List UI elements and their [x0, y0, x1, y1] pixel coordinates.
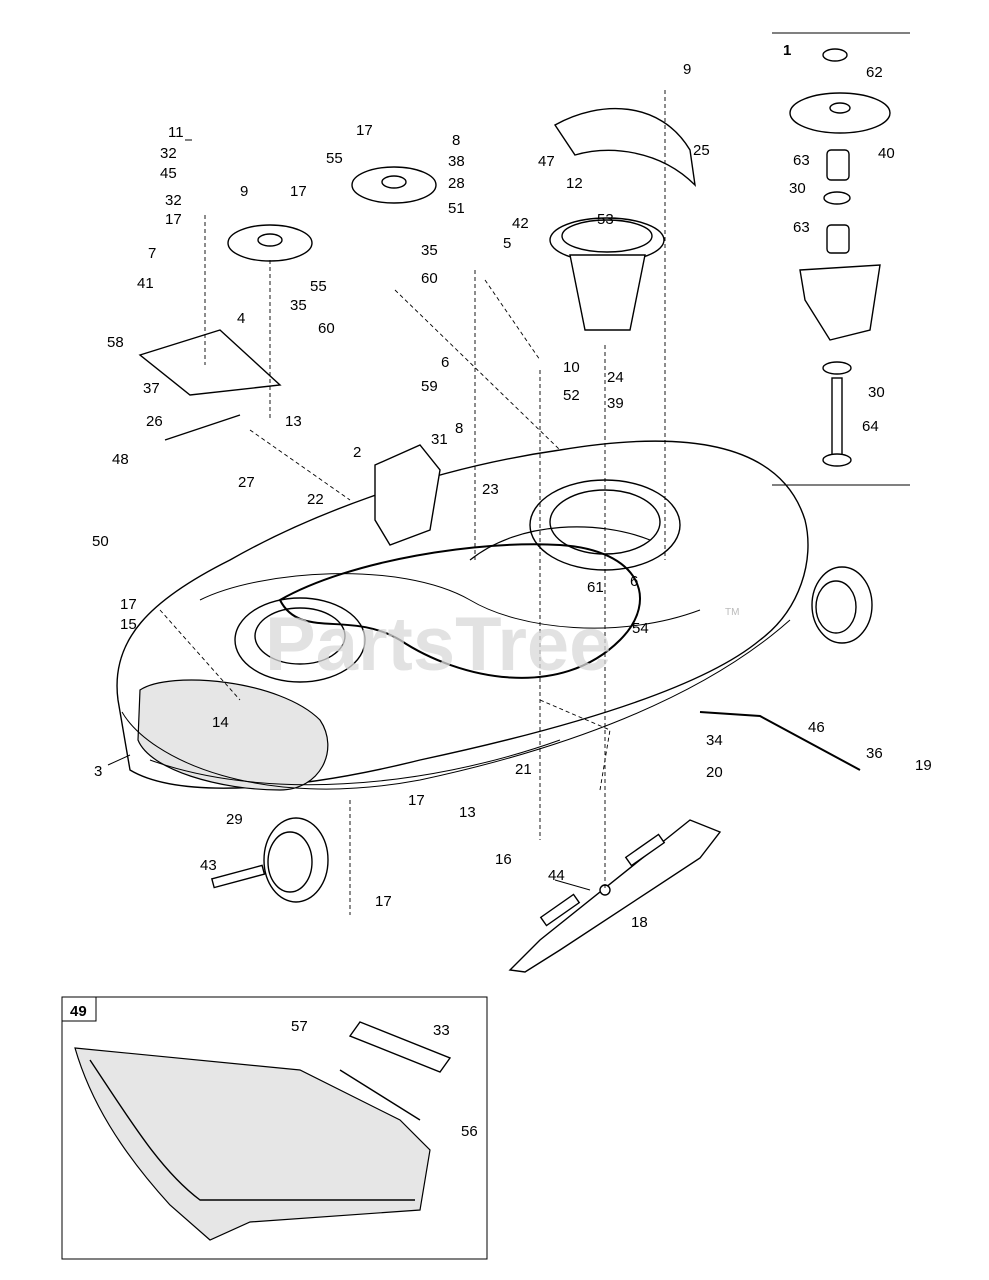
part-label: 11 — [168, 124, 184, 141]
part-label: 37 — [143, 380, 160, 397]
part-label: 41 — [137, 275, 154, 292]
part-label: 3 — [94, 763, 102, 780]
part-label: 6 — [441, 354, 449, 371]
part-label: 6 — [630, 573, 638, 590]
part-label: 55 — [326, 150, 343, 167]
part-label: 59 — [421, 378, 438, 395]
part-label: 55 — [310, 278, 327, 295]
part-label: 60 — [318, 320, 335, 337]
part-label: 45 — [160, 165, 177, 182]
inset-tag-49: 49 — [70, 1003, 87, 1020]
part-label: 63 — [793, 152, 810, 169]
part-label: 33 — [433, 1022, 450, 1039]
trademark-mark: TM — [725, 607, 739, 618]
part-label: 39 — [607, 395, 624, 412]
belt-cover — [553, 107, 696, 187]
part-label: 46 — [808, 719, 825, 736]
part-label: 40 — [878, 145, 895, 162]
part-label: 18 — [631, 914, 648, 931]
part-label: 64 — [862, 418, 879, 435]
part-label: 34 — [706, 732, 723, 749]
watermark: PartsTree — [265, 602, 611, 687]
part-label: 51 — [448, 200, 465, 217]
part-label: 28 — [448, 175, 465, 192]
part-label: 12 — [566, 175, 583, 192]
part-label: 38 — [448, 153, 465, 170]
part-label: 17 — [356, 122, 373, 139]
part-label: 53 — [597, 211, 614, 228]
part-label: 63 — [793, 219, 810, 236]
drive-belt — [278, 526, 651, 679]
part-label: 17 — [120, 596, 137, 613]
gauge-wheel-left — [210, 817, 329, 903]
part-label: 48 — [112, 451, 129, 468]
part-label: 21 — [515, 761, 532, 778]
part-label: 30 — [868, 384, 885, 401]
part-label: 29 — [226, 811, 243, 828]
part-labels: 11 32 45 32 17 7 41 9 17 55 35 4 60 58 3… — [92, 61, 932, 1140]
part-label: 62 — [866, 64, 883, 81]
part-label: 56 — [461, 1123, 478, 1140]
part-label: 25 — [693, 142, 710, 159]
part-label: 24 — [607, 369, 624, 386]
part-label: 23 — [482, 481, 499, 498]
part-label: 52 — [563, 387, 580, 404]
part-label: 27 — [238, 474, 255, 491]
part-label: 9 — [240, 183, 248, 200]
part-label: 16 — [495, 851, 512, 868]
inset-tag-1: 1 — [783, 42, 791, 59]
part-label: 36 — [866, 745, 883, 762]
part-label: 17 — [165, 211, 182, 228]
inset-mulch-kit — [61, 996, 488, 1260]
part-label: 22 — [307, 491, 324, 508]
mower-blade — [508, 819, 722, 973]
part-label: 32 — [160, 145, 177, 162]
part-label: 60 — [421, 270, 438, 287]
part-label: 13 — [459, 804, 476, 821]
spindle-pulley-assembly — [549, 217, 665, 331]
part-label: 20 — [706, 764, 723, 781]
gauge-wheel-right — [811, 566, 873, 644]
part-label: 9 — [683, 61, 691, 78]
idler-pulley-left — [227, 224, 313, 262]
part-label: 2 — [353, 444, 361, 461]
part-label: 13 — [285, 413, 302, 430]
part-label: 14 — [212, 714, 229, 731]
part-label: 43 — [200, 857, 217, 874]
part-label: 42 — [512, 215, 529, 232]
extension-spring — [164, 414, 241, 441]
part-label: 31 — [431, 431, 448, 448]
part-label: 57 — [291, 1018, 308, 1035]
part-label: 58 — [107, 334, 124, 351]
part-label: 17 — [290, 183, 307, 200]
part-label: 15 — [120, 616, 137, 633]
part-label: 10 — [563, 359, 580, 376]
part-label: 54 — [632, 620, 649, 637]
part-label: 35 — [290, 297, 307, 314]
part-label: 7 — [148, 245, 156, 262]
part-label: 32 — [165, 192, 182, 209]
part-label: 30 — [789, 180, 806, 197]
leader-lines — [107, 90, 666, 915]
idler-bracket — [138, 329, 282, 396]
idler-pulley-top — [351, 166, 437, 204]
part-label: 19 — [915, 757, 932, 774]
part-label: 4 — [237, 310, 245, 327]
part-label: 5 — [503, 235, 511, 252]
part-label: 8 — [452, 132, 460, 149]
inset-spindle-kit — [772, 32, 910, 486]
part-label: 61 — [587, 579, 604, 596]
mower-deck — [116, 440, 809, 791]
part-label: 8 — [455, 420, 463, 437]
part-label: 35 — [421, 242, 438, 259]
part-label: 44 — [548, 867, 565, 884]
part-label: 17 — [375, 893, 392, 910]
deck-rod — [699, 711, 861, 771]
part-label: 17 — [408, 792, 425, 809]
part-label: 47 — [538, 153, 555, 170]
part-label: 26 — [146, 413, 163, 430]
deck-hanger-bracket — [374, 444, 441, 546]
part-label: 50 — [92, 533, 109, 550]
